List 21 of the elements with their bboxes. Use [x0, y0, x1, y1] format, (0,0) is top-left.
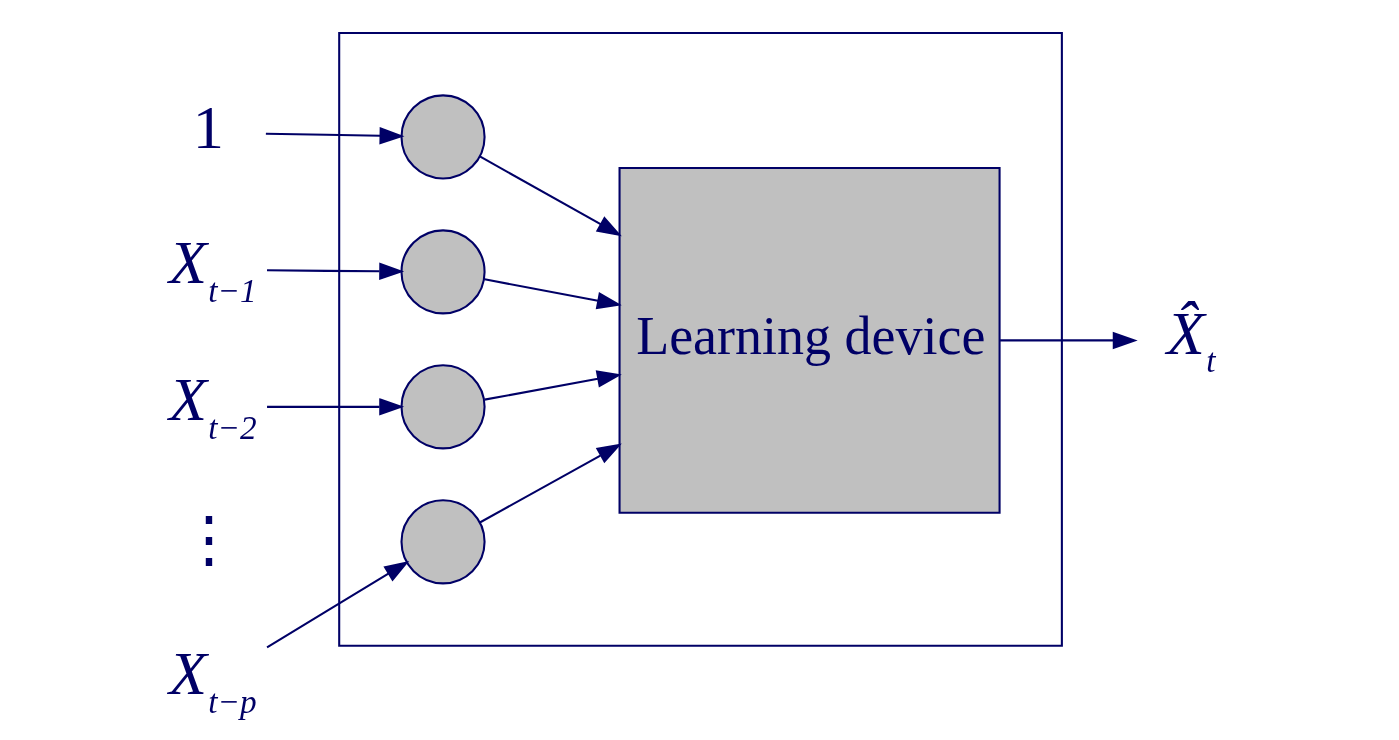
arrow [479, 443, 622, 524]
arrow [265, 127, 405, 145]
node-text: X̂$_{t}$ [1166, 297, 1216, 380]
node-text: X$_{t−1}$ [168, 227, 257, 309]
arrow [484, 370, 622, 401]
node-circle [400, 499, 486, 585]
node-box: Learning device [618, 167, 1001, 514]
node-circle [400, 229, 486, 315]
node-text: X$_{t−2}$ [168, 364, 257, 446]
label: ⋮ [178, 503, 241, 573]
arrow [266, 561, 410, 649]
cluster [338, 32, 1063, 647]
arrow [1000, 331, 1138, 350]
node-text: X$_{t−p}$ [168, 638, 257, 720]
node-circle [400, 364, 486, 450]
arrow [484, 278, 622, 310]
arrow [267, 262, 405, 281]
node-text: 1 [192, 92, 224, 162]
node-circle [400, 94, 486, 180]
arrow [267, 398, 405, 416]
arrow [479, 155, 622, 237]
